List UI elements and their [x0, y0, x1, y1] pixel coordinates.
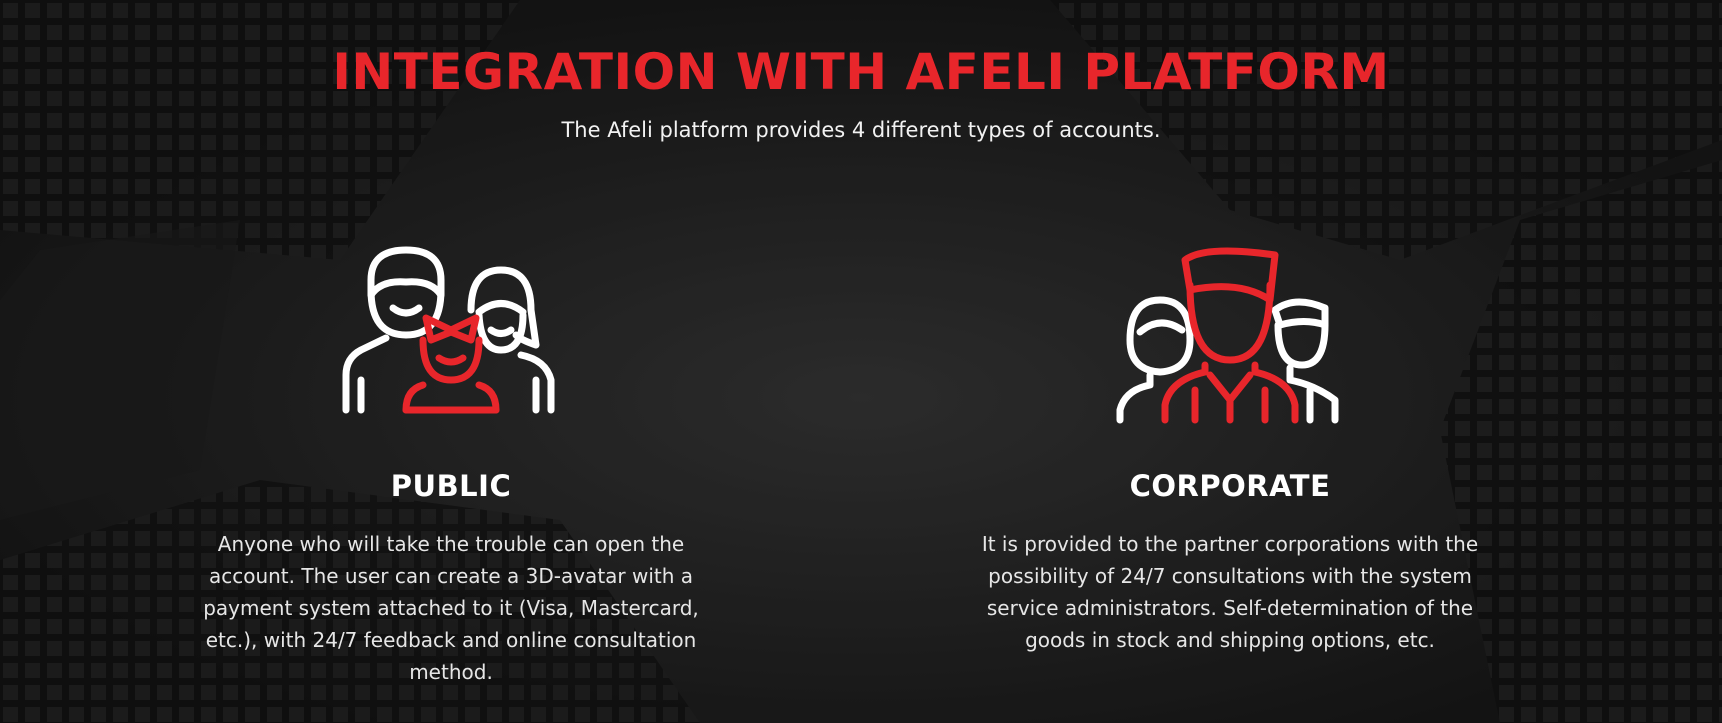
page-title: INTEGRATION WITH AFELI PLATFORM: [332, 43, 1390, 101]
account-title-public: PUBLIC: [390, 469, 512, 503]
account-title-corporate: CORPORATE: [1129, 469, 1331, 503]
account-description-public: Anyone who will take the trouble can ope…: [203, 532, 699, 684]
family-icon: [342, 246, 555, 414]
account-card-corporate: CORPORATE It is provided to the partner …: [950, 240, 1510, 652]
account-card-public: PUBLIC Anyone who will take the trouble …: [171, 240, 731, 684]
page-subtitle: The Afeli platform provides 4 different …: [561, 118, 1161, 142]
account-description-corporate: It is provided to the partner corporatio…: [981, 532, 1479, 652]
team-icon: [1116, 247, 1339, 424]
